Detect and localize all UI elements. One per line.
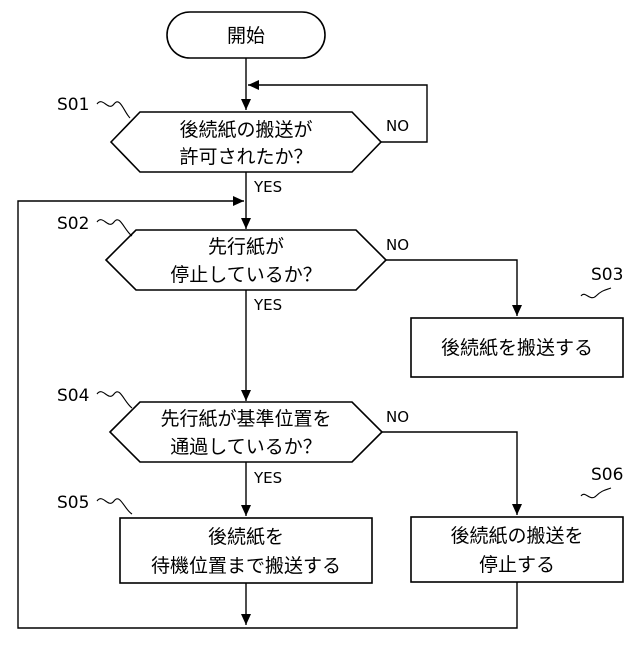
decision-s02: 先行紙が 停止しているか？	[106, 230, 386, 290]
s05-step-label: S05	[57, 493, 89, 513]
s05-text-line2: 待機位置まで搬送する	[151, 555, 341, 577]
s04-no-label: NO	[386, 408, 409, 426]
s05-leader-line	[97, 499, 132, 514]
s06-leader-line	[581, 488, 611, 498]
s03-text: 後続紙を搬送する	[441, 337, 593, 359]
edge-s04-no-to-s06	[382, 432, 517, 515]
edge-s06-to-loop	[246, 582, 517, 628]
s04-yes-label: YES	[253, 469, 282, 487]
s04-text-line1: 先行紙が基準位置を	[160, 408, 331, 430]
s04-text-line2: 通過しているか？	[170, 436, 321, 458]
s04-leader-line	[97, 392, 132, 408]
decision-s01: 後続紙の搬送が 許可されたか？	[111, 112, 381, 172]
process-s05: 後続紙を 待機位置まで搬送する	[120, 518, 372, 583]
process-s03: 後続紙を搬送する	[411, 318, 623, 377]
s06-text-line1: 後続紙の搬送を	[450, 525, 583, 547]
s01-text-line1: 後続紙の搬送が	[179, 119, 312, 141]
process-s06: 後続紙の搬送を 停止する	[411, 517, 623, 582]
s02-yes-label: YES	[253, 296, 282, 314]
start-terminator: 開始	[167, 12, 325, 58]
s02-leader-line	[97, 220, 132, 236]
s02-step-label: S02	[57, 214, 89, 234]
s06-text-line2: 停止する	[479, 554, 555, 576]
start-text: 開始	[227, 25, 265, 47]
s06-step-label: S06	[591, 465, 623, 485]
s02-text-line2: 停止しているか？	[170, 264, 321, 286]
s02-text-line1: 先行紙が	[208, 236, 284, 258]
s04-step-label: S04	[57, 386, 89, 406]
s05-text-line1: 後続紙を	[208, 526, 284, 548]
s01-yes-label: YES	[253, 178, 282, 196]
s02-no-label: NO	[386, 236, 409, 254]
s01-leader-line	[97, 102, 130, 118]
decision-s04: 先行紙が基準位置を 通過しているか？	[110, 402, 382, 462]
s01-text-line2: 許可されたか？	[179, 146, 312, 168]
s01-no-label: NO	[386, 117, 409, 135]
s03-step-label: S03	[591, 265, 623, 285]
edge-s02-no-to-s03	[386, 260, 517, 316]
s01-step-label: S01	[57, 95, 89, 115]
s03-leader-line	[581, 288, 611, 298]
